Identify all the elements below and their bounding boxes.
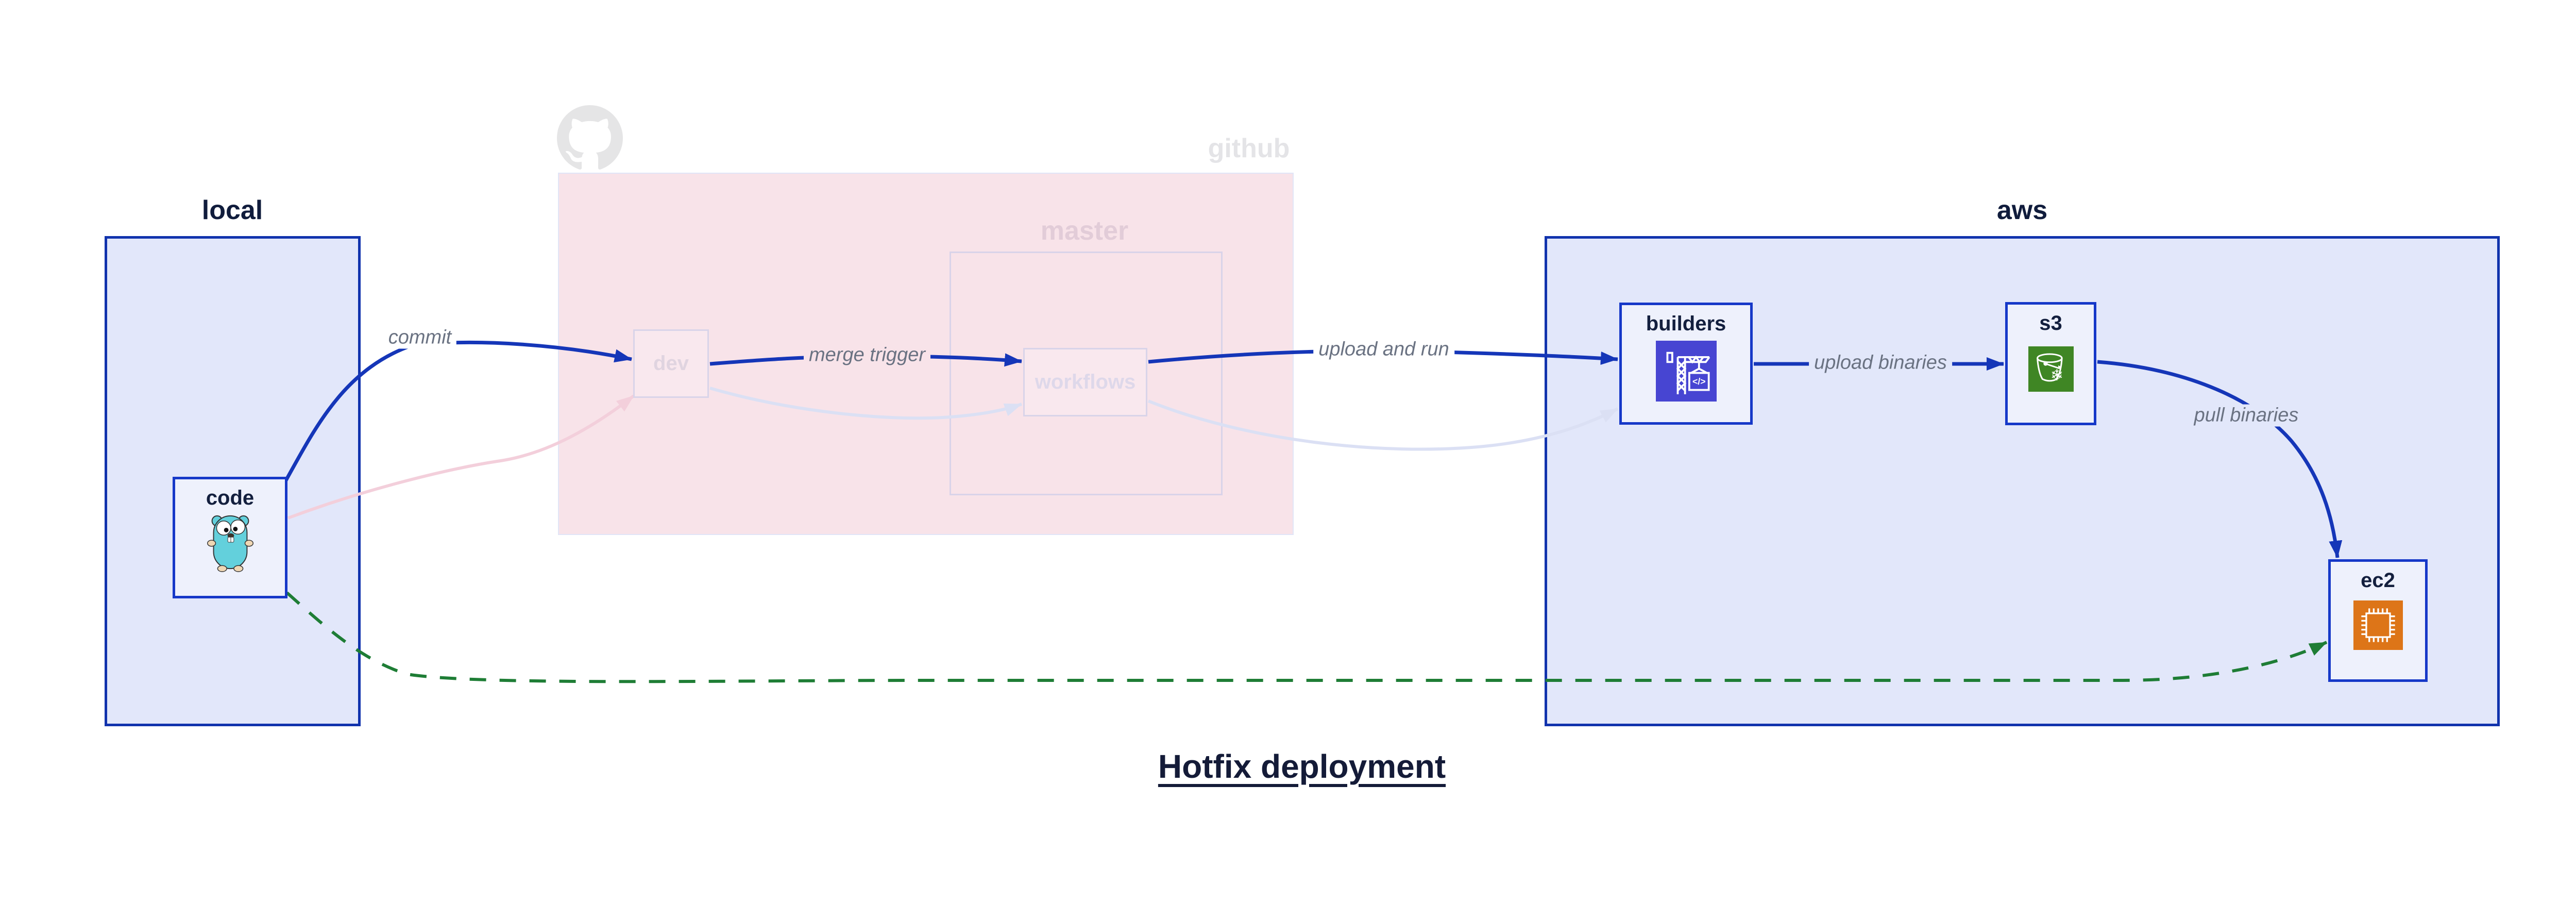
aws-container-label: aws	[1996, 195, 2048, 225]
dev-node-label: dev	[653, 352, 689, 375]
upload-binaries-edge-label: upload binaries	[1809, 352, 1952, 374]
node-s3: s3 ❄	[2005, 302, 2096, 425]
s3-glacier-bucket-icon: ❄	[2028, 346, 2074, 392]
builders-node-label: builders	[1646, 312, 1726, 335]
node-dev: dev	[633, 329, 709, 398]
s3-node-label: s3	[2039, 312, 2062, 335]
diagram-title: Hotfix deployment	[1158, 748, 1446, 785]
node-ec2: ec2	[2328, 559, 2428, 682]
snowflake-glyph: ❄	[2050, 367, 2063, 384]
workflows-node-label: workflows	[1035, 371, 1136, 393]
merge-trigger-edge-label: merge trigger	[804, 344, 930, 366]
local-container-label: local	[201, 195, 263, 225]
node-workflows: workflows	[1023, 348, 1147, 416]
github-container-label: github	[1208, 133, 1290, 163]
code-node-label: code	[206, 487, 255, 509]
go-gopher-icon	[207, 515, 253, 572]
commit-edge-label: commit	[383, 326, 457, 349]
ec2-chip-icon	[2353, 600, 2403, 650]
master-container-label: master	[1040, 216, 1129, 246]
node-code: code	[173, 477, 287, 598]
ec2-node-label: ec2	[2361, 569, 2395, 592]
code-glyph: </>	[1692, 376, 1705, 387]
github-logo-icon	[557, 105, 623, 170]
node-builders: builders </>	[1619, 303, 1753, 425]
upload-and-run-edge-label: upload and run	[1313, 338, 1454, 361]
pull-binaries-edge-label: pull binaries	[2189, 404, 2304, 427]
codebuild-crane-icon: </>	[1655, 341, 1717, 402]
